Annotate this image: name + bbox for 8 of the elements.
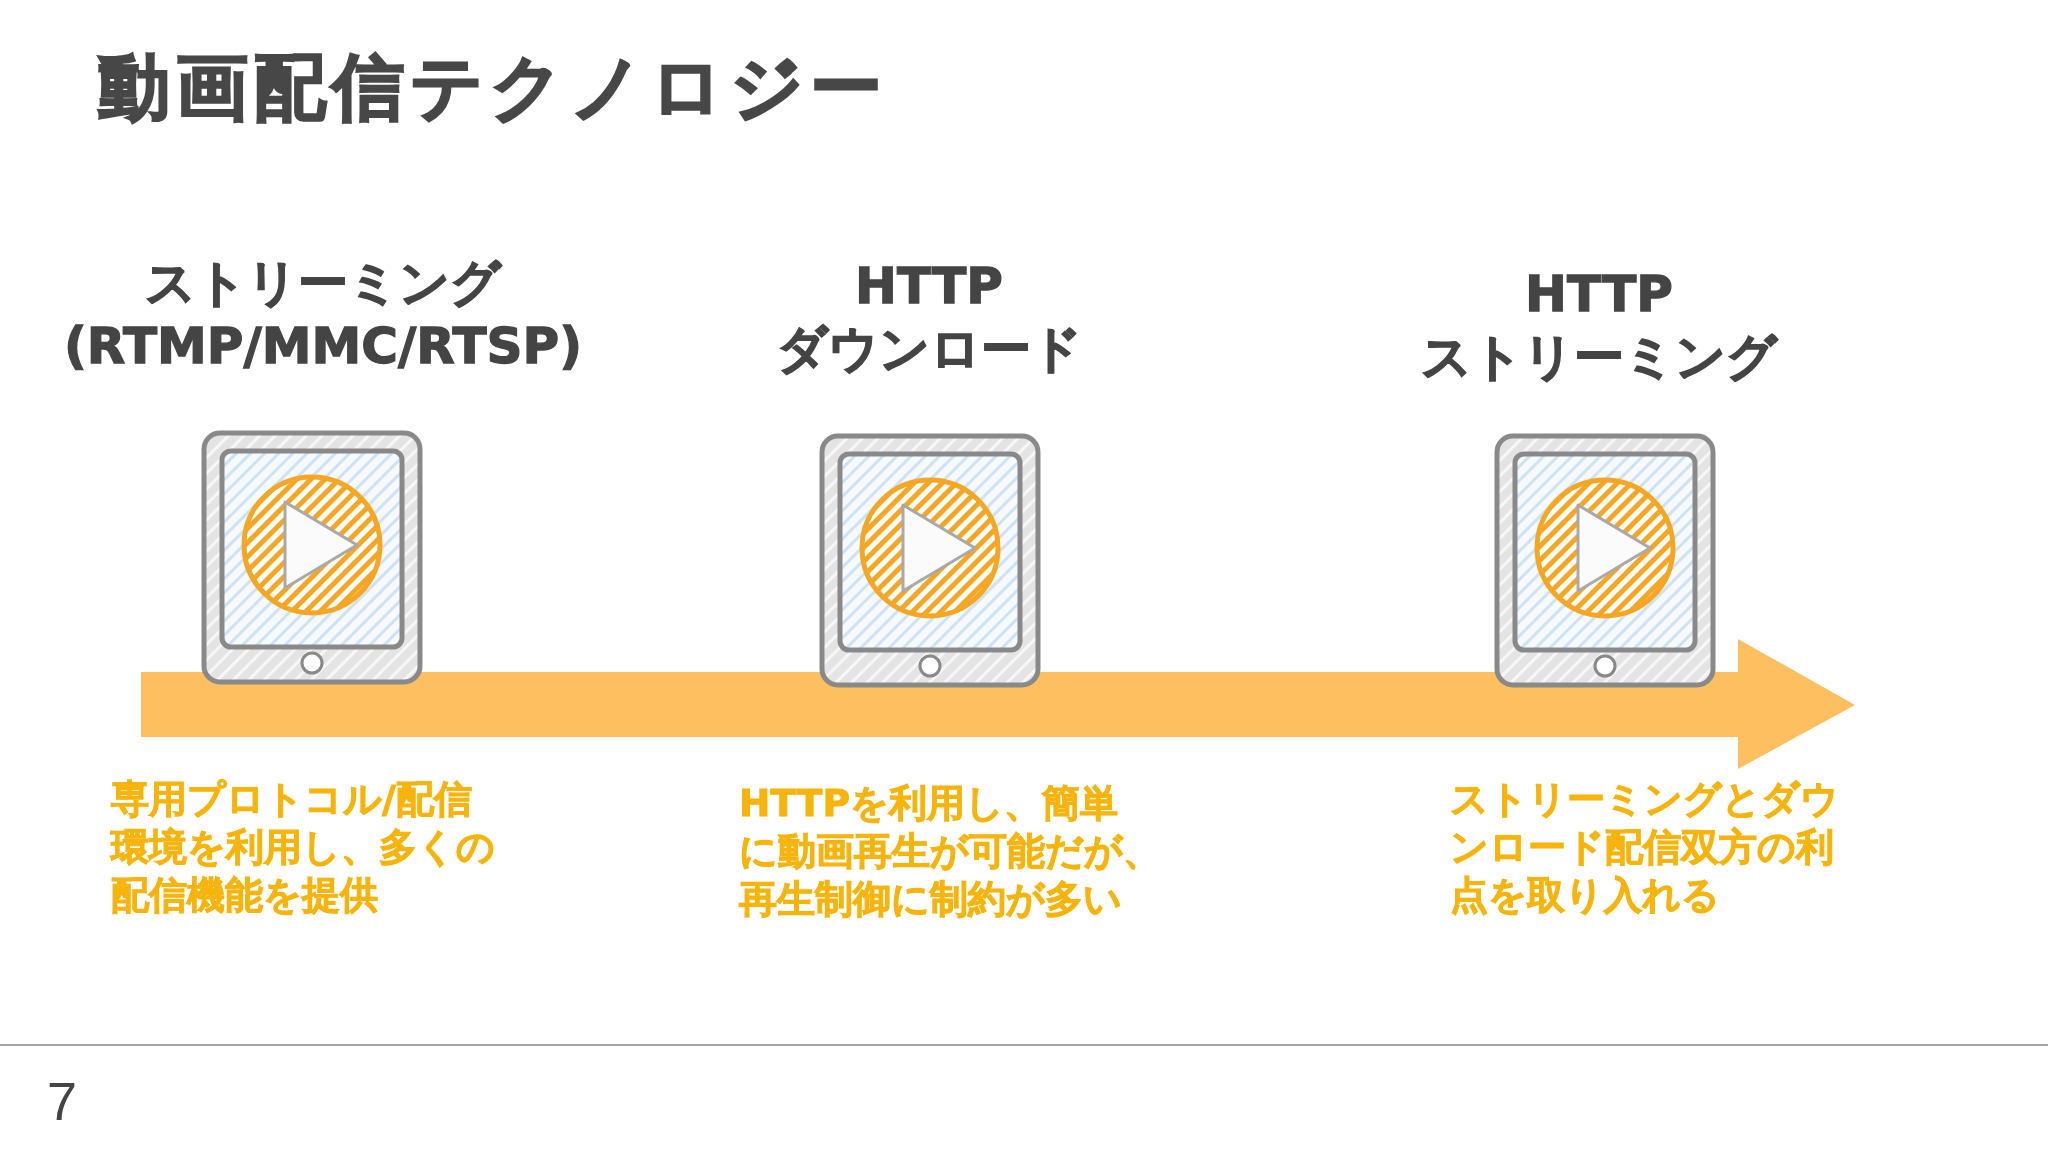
stage-heading: ストリーミング (RTMP/MMC/RTSP) (62, 253, 584, 377)
stage-description: 専用プロトコル/配信環境を利用し、多くの配信機能を提供 (111, 776, 496, 919)
slide-title: 動画配信テクノロジー (98, 47, 884, 127)
stage-description: ストリーミングとダウンロード配信双方の利点を取り入れる (1450, 776, 1840, 919)
stage-description: HTTPを利用し、簡単に動画再生が可能だが、再生制御に制約が多い (739, 780, 1162, 923)
page-number: 7 (47, 1074, 78, 1128)
stage-heading: HTTP ストリーミング (1420, 264, 1778, 388)
stage-heading: HTTP ダウンロード (775, 256, 1083, 380)
